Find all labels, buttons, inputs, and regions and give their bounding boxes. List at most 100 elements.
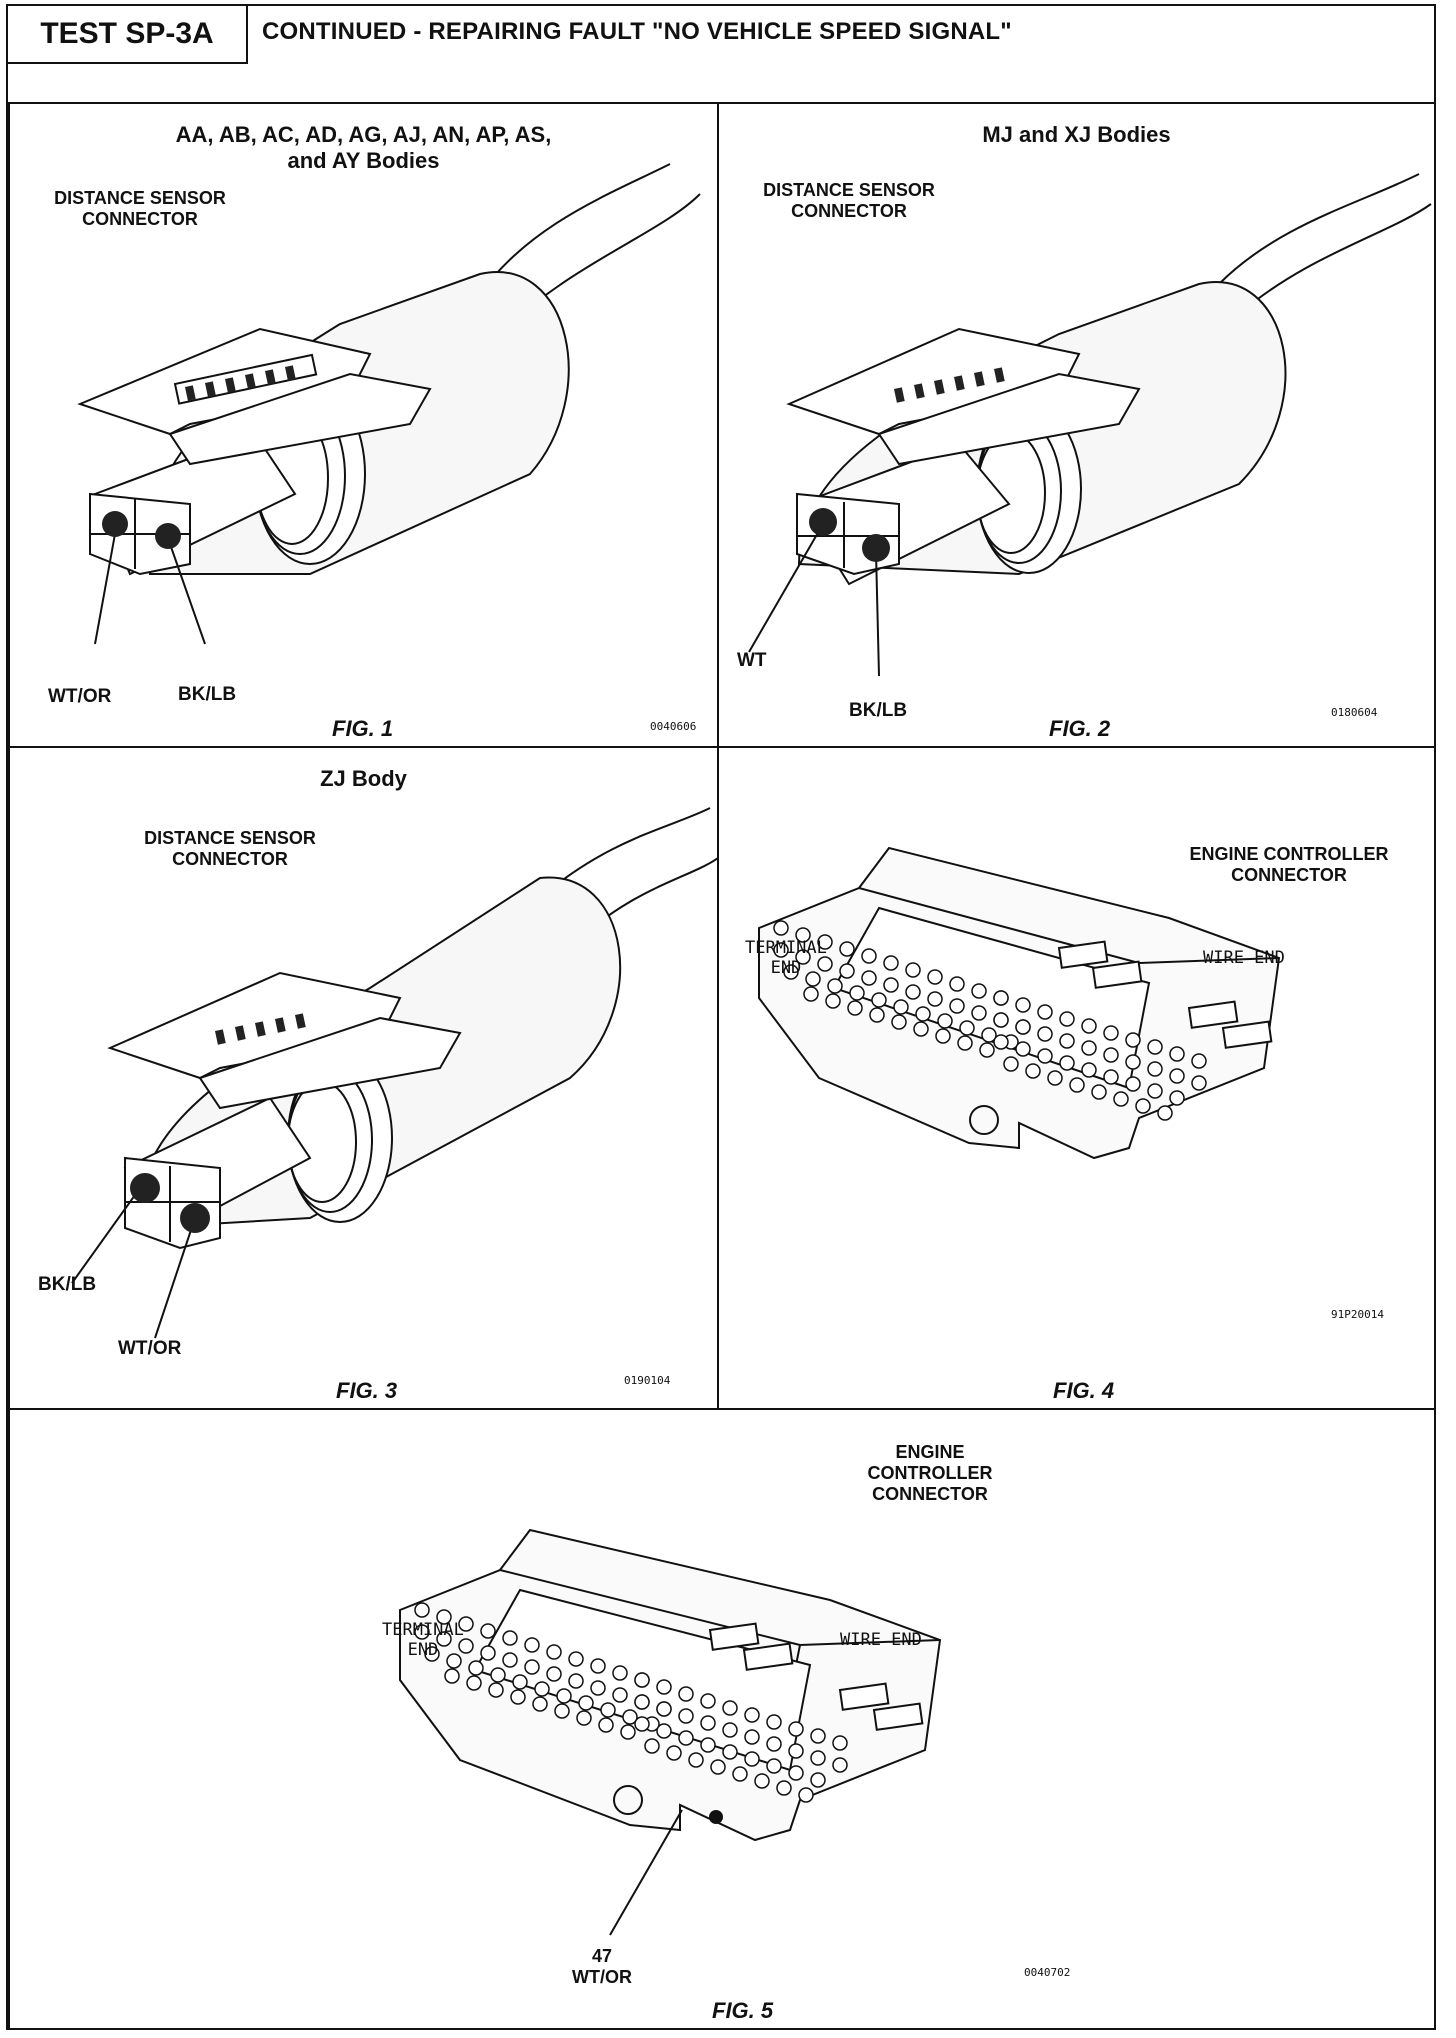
connector-pin [1191, 1075, 1207, 1091]
connector-pin [458, 1616, 474, 1632]
connector-pin [883, 977, 899, 993]
figure-4-caption: FIG. 4 [1053, 1378, 1115, 1403]
connector-pin [1047, 1070, 1063, 1086]
connector-pin [1169, 1068, 1185, 1084]
connector-pin [766, 1736, 782, 1752]
connector-pin [1147, 1083, 1163, 1099]
connector-pin [795, 949, 811, 965]
connector-pin [832, 1735, 848, 1751]
figure-3-connector-label: DISTANCE SENSOR CONNECTOR [144, 828, 316, 869]
connector-pin [1015, 997, 1031, 1013]
connector-pin [1169, 1046, 1185, 1062]
connector-pin [634, 1672, 650, 1688]
connector-pin [524, 1637, 540, 1653]
connector-pin [480, 1623, 496, 1639]
connector-pin [502, 1652, 518, 1668]
connector-pin [1125, 1032, 1141, 1048]
connector-pin [1135, 1098, 1151, 1114]
connector-pin [1113, 1091, 1129, 1107]
connector-pin [766, 1714, 782, 1730]
connector-pin [971, 983, 987, 999]
connector-pin [905, 984, 921, 1000]
connector-pin [634, 1716, 650, 1732]
figure-5-terminal-end-label: TERMINAL END [382, 1620, 464, 1660]
connector-pin [913, 1021, 929, 1037]
connector-pin [783, 964, 799, 980]
connector-pin [688, 1752, 704, 1768]
connector-pin [798, 1787, 814, 1803]
connector-pin [1147, 1039, 1163, 1055]
figure-3-title: ZJ Body [320, 766, 407, 791]
figure-1-panel: AA, AB, AC, AD, AG, AJ, AN, AP, AS, and … [8, 102, 719, 748]
figure-1-code: 0040606 [650, 720, 697, 733]
connector-pin [732, 1766, 748, 1782]
figure-4-terminal-end-label: TERMINAL END [745, 938, 827, 978]
connector-pin [773, 942, 789, 958]
figure-5-caption: FIG. 5 [712, 1998, 774, 2023]
connector-pin [666, 1745, 682, 1761]
connector-pin [949, 976, 965, 992]
figure-2-wire-bk-lb: BK/LB [849, 700, 908, 721]
connector-pin [788, 1743, 804, 1759]
figure-2-wire-wt: WT [737, 650, 767, 671]
figure-2-connector-label: DISTANCE SENSOR CONNECTOR [763, 180, 935, 221]
connector-pin [1103, 1025, 1119, 1041]
figure-1-title-line1: AA, AB, AC, AD, AG, AJ, AN, AP, AS, [175, 122, 552, 147]
test-id-box: TEST SP-3A [8, 6, 248, 64]
connector-pin [905, 962, 921, 978]
engine-controller-connector-illustration [758, 846, 1281, 1160]
connector-pin [1169, 1090, 1185, 1106]
connector-pin [1059, 1033, 1075, 1049]
page-header: TEST SP-3A CONTINUED - REPAIRING FAULT "… [8, 6, 1434, 106]
connector-pin [1125, 1054, 1141, 1070]
connector-pin [795, 927, 811, 943]
connector-pin [849, 985, 865, 1001]
figure-1-title-line2: and AY Bodies [287, 148, 440, 173]
connector-pin [1081, 1018, 1097, 1034]
connector-pin [839, 941, 855, 957]
connector-pin [480, 1645, 496, 1661]
engine-controller-connector-illustration [399, 1528, 942, 1936]
connector-pin [612, 1687, 628, 1703]
connector-pin [590, 1658, 606, 1674]
figure-4-wire-end-label: WIRE END [1203, 948, 1285, 968]
connector-pin [1069, 1077, 1085, 1093]
figure-5-panel: ENGINE CONTROLLER CONNECTOR TERMINAL END… [8, 1408, 1436, 2030]
connector-pin [957, 1035, 973, 1051]
figure-3-wire-wt-or: WT/OR [118, 1338, 182, 1359]
connector-pin [949, 998, 965, 1014]
connector-pin [993, 1034, 1009, 1050]
connector-pin [979, 1042, 995, 1058]
connector-pin [871, 992, 887, 1008]
connector-pin [436, 1631, 452, 1647]
figure-1-wire-wt-or: WT/OR [48, 686, 112, 707]
connector-pin [1081, 1040, 1097, 1056]
connector-pin [744, 1707, 760, 1723]
connector-pin [656, 1701, 672, 1717]
connector-pin [788, 1765, 804, 1781]
connector-pin [1125, 1076, 1141, 1092]
connector-pin [810, 1728, 826, 1744]
connector-pin [927, 991, 943, 1007]
connector-pin [656, 1723, 672, 1739]
connector-pin [993, 990, 1009, 1006]
connector-pin [468, 1660, 484, 1676]
connector-pin [722, 1722, 738, 1738]
connector-pin [436, 1609, 452, 1625]
figure-1-connector-label: DISTANCE SENSOR CONNECTOR [54, 188, 226, 229]
connector-pin [710, 1759, 726, 1775]
service-manual-page: TEST SP-3A CONTINUED - REPAIRING FAULT "… [6, 4, 1436, 2030]
connector-pin [556, 1688, 572, 1704]
connector-pin [1103, 1047, 1119, 1063]
connector-pin [937, 1013, 953, 1029]
connector-pin [510, 1689, 526, 1705]
distance-sensor-connector-illustration [748, 173, 1432, 677]
figure-5-pin-47-label: 47 WT/OR [572, 1946, 632, 1987]
figure-1-wire-bk-lb: BK/LB [178, 684, 237, 705]
figure-5-connector-label: ENGINE CONTROLLER CONNECTOR [867, 1442, 993, 1504]
connector-pin [744, 1729, 760, 1745]
connector-pin [458, 1638, 474, 1654]
connector-pin [600, 1702, 616, 1718]
connector-pin [590, 1680, 606, 1696]
connector-pin [446, 1653, 462, 1669]
